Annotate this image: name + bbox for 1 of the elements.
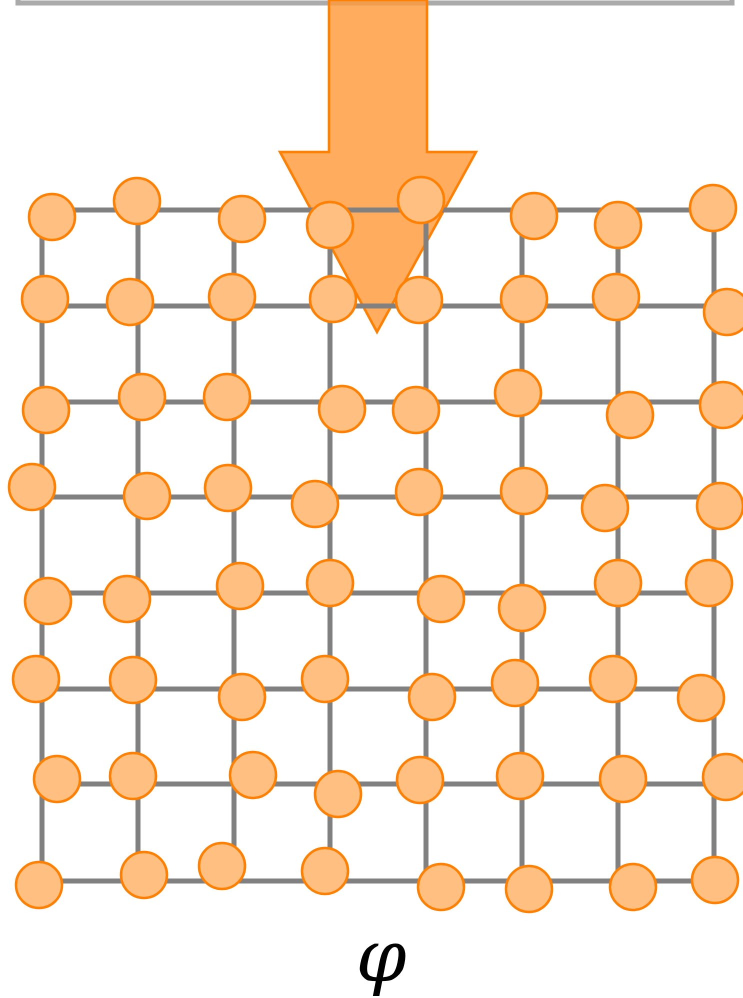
lattice-drawing (8, 176, 743, 914)
